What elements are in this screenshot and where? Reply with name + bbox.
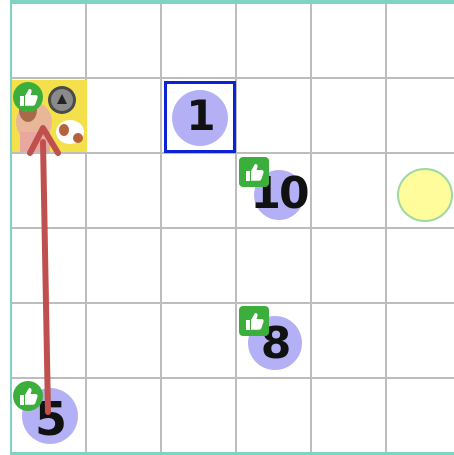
move-arrow [0, 0, 454, 455]
game-board: 1 10 8 5 [0, 0, 454, 455]
